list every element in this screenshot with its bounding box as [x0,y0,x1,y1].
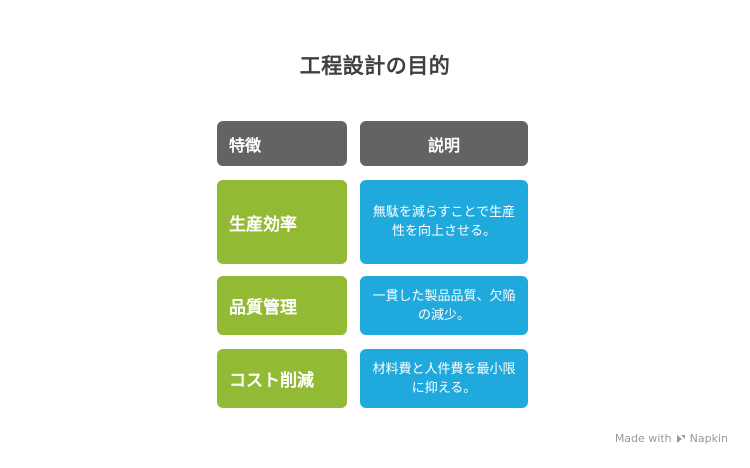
description-production-efficiency: 無駄を減らすことで生産性を向上させる。 [360,180,528,264]
made-with-label: Made with [614,432,672,445]
napkin-logo-icon [676,434,686,444]
made-with-napkin-credit: Made with Napkin [615,432,728,445]
description-header-label: 説明 [427,135,460,155]
description-text: 無駄を減らすことで生産性を向上させる。 [372,205,516,239]
feature-production-efficiency: 生産効率 [217,180,347,264]
feature-label: 生産効率 [229,214,297,235]
description-text: 材料費と人件費を最小限に抑える。 [372,361,516,396]
description-text: 一貫した製品品質、欠陥の減少。 [372,288,516,323]
feature-label: コスト削減 [229,371,314,391]
diagram-title: 工程設計の目的 [299,54,451,78]
description-quality-control: 一貫した製品品質、欠陥の減少。 [360,276,528,335]
feature-label: 品質管理 [229,298,297,318]
feature-header-label: 特徴 [229,135,262,155]
feature-quality-control: 品質管理 [217,276,347,335]
feature-cost-reduction: コスト削減 [217,349,347,408]
description-column-header: 説明 [360,121,528,166]
feature-column-header: 特徴 [217,121,347,166]
description-cost-reduction: 材料費と人件費を最小限に抑える。 [360,349,528,408]
napkin-brand-label: Napkin [689,432,728,445]
